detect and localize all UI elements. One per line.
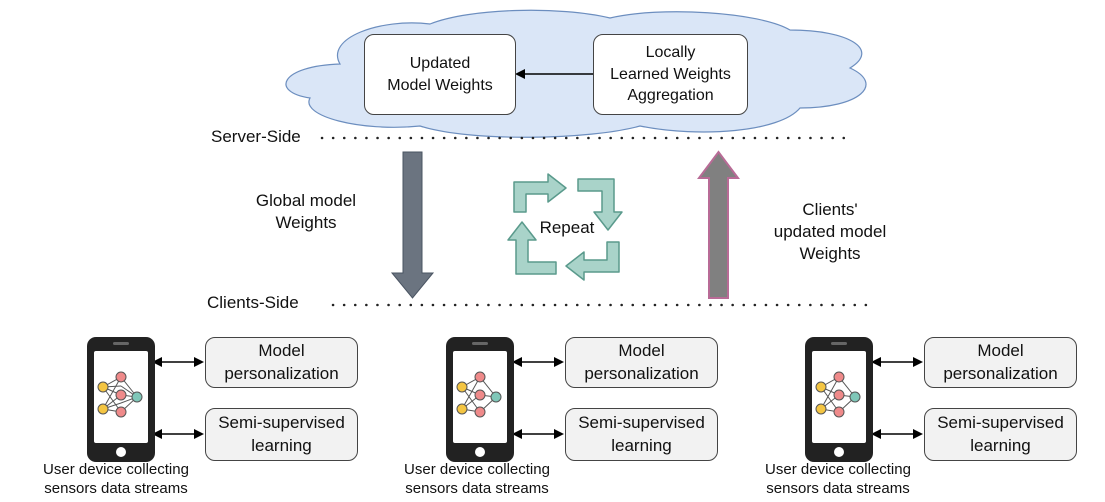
client-connector-arrows <box>152 357 923 439</box>
client-weights-line-2: updated model <box>773 222 887 242</box>
device-caption-line-1: User device collecting <box>43 461 189 478</box>
semi-supervised-box-3: Semi-supervised learning <box>924 408 1077 461</box>
global-weights-down-arrow <box>390 151 435 299</box>
neural-network-icon <box>456 371 502 418</box>
client-device-1 <box>87 337 155 462</box>
device-caption-line-2: sensors data streams <box>405 479 549 497</box>
client-device-3 <box>805 337 873 462</box>
semi-supervised-box-2: Semi-supervised learning <box>565 408 718 461</box>
semi-supervised-line-1: Semi-supervised <box>218 412 345 432</box>
device-caption-3: User device collecting sensors data stre… <box>738 461 938 499</box>
device-caption-line-2: sensors data streams <box>44 479 188 497</box>
personalization-line-2: personalization <box>584 363 699 383</box>
semi-supervised-line-2: learning <box>251 435 312 455</box>
personalization-line-2: personalization <box>943 363 1058 383</box>
server-side-label: Server-Side <box>211 127 301 146</box>
personalization-line-1: Model <box>258 340 305 360</box>
semi-supervised-line-2: learning <box>970 435 1031 455</box>
repeat-cycle-icon <box>507 173 623 281</box>
semi-supervised-line-1: Semi-supervised <box>937 412 1064 432</box>
global-weights-line-1: Global model <box>255 191 357 210</box>
repeat-label: Repeat <box>539 218 595 237</box>
model-personalization-box-1: Model personalization <box>205 337 358 388</box>
client-weights-up-arrow <box>697 150 740 299</box>
client-weights-line-3: Weights <box>799 244 861 264</box>
global-weights-label: Global model Weights <box>226 190 386 234</box>
semi-supervised-box-1: Semi-supervised learning <box>205 408 358 461</box>
aggregation-box-line-2: Learned Weights <box>610 65 731 83</box>
device-caption-line-2: sensors data streams <box>766 479 910 497</box>
model-personalization-box-3: Model personalization <box>924 337 1077 388</box>
device-caption-line-1: User device collecting <box>404 461 550 478</box>
aggregation-box-line-1: Locally <box>645 44 696 62</box>
semi-supervised-line-1: Semi-supervised <box>578 412 705 432</box>
client-weights-line-1: Clients' <box>802 200 858 219</box>
updated-model-weights-box: Updated Model Weights <box>364 34 516 115</box>
updated-box-line-2: Model Weights <box>387 76 493 94</box>
aggregation-box-line-3: Aggregation <box>627 87 714 105</box>
device-caption-line-1: User device collecting <box>765 461 911 478</box>
semi-supervised-line-2: learning <box>611 435 672 455</box>
client-weights-label: Clients' updated model Weights <box>760 199 900 265</box>
weights-aggregation-box: Locally Learned Weights Aggregation <box>593 34 748 115</box>
global-weights-line-2: Weights <box>275 213 337 233</box>
personalization-line-1: Model <box>618 340 665 360</box>
model-personalization-box-2: Model personalization <box>565 337 718 388</box>
updated-box-line-1: Updated <box>409 54 471 72</box>
neural-network-icon <box>815 371 861 418</box>
client-device-2 <box>446 337 514 462</box>
device-caption-1: User device collecting sensors data stre… <box>16 461 216 499</box>
neural-network-icon <box>97 371 143 418</box>
personalization-line-1: Model <box>977 340 1024 360</box>
personalization-line-2: personalization <box>224 363 339 383</box>
device-caption-2: User device collecting sensors data stre… <box>377 461 577 499</box>
clients-side-label: Clients-Side <box>207 293 299 312</box>
